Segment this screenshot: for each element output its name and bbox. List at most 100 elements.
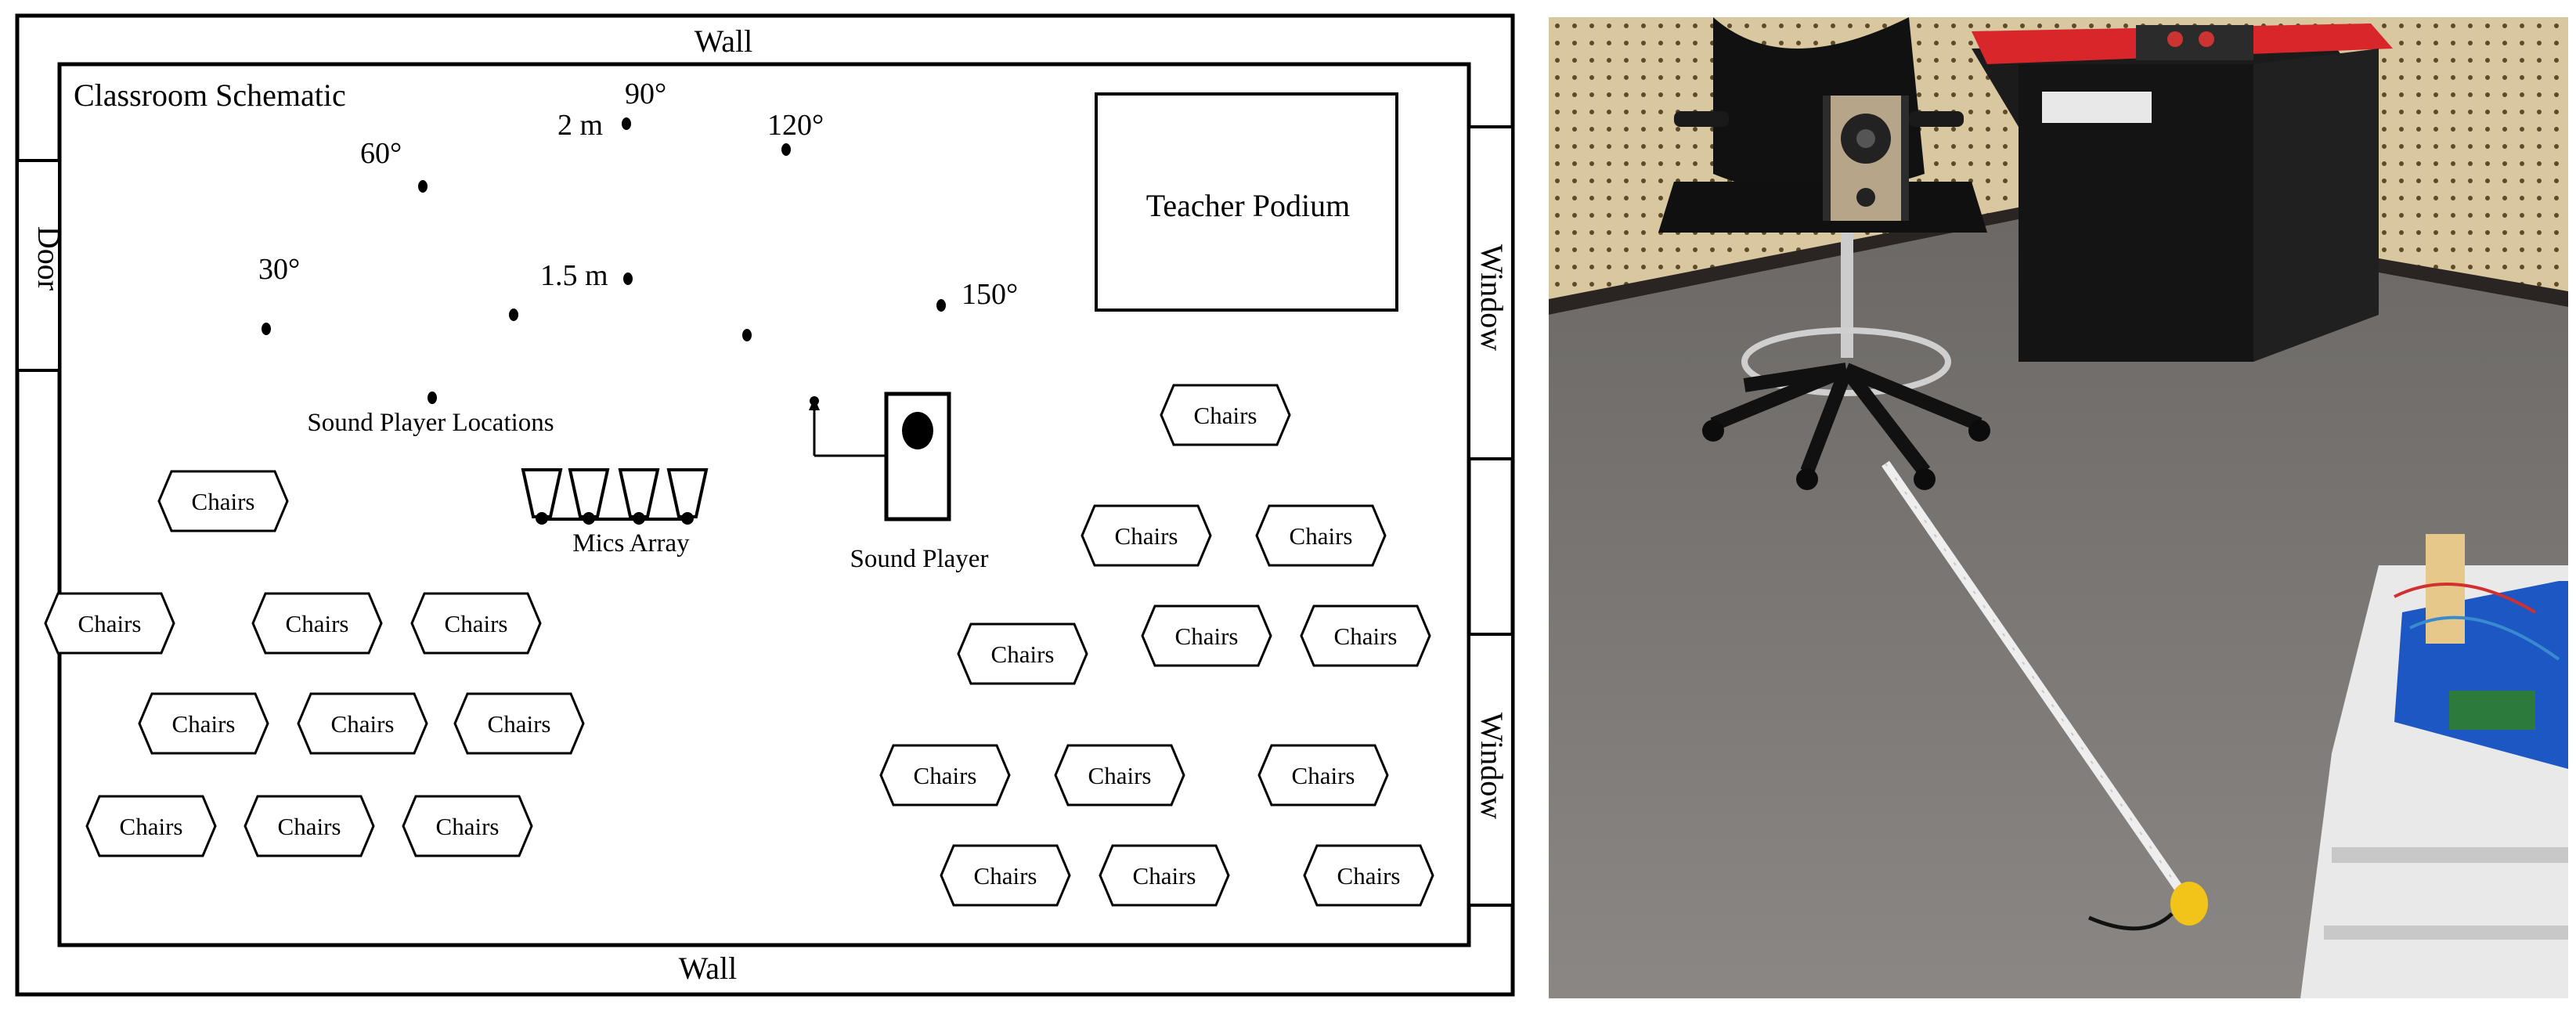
location-dot	[428, 392, 437, 404]
chairs-hexagon-shape	[1099, 844, 1230, 907]
angle-label-150: 150°	[961, 278, 1018, 311]
chairs-hexagon-shape	[1081, 504, 1212, 567]
chairs-label: Chairs	[78, 610, 142, 637]
outer-wall	[15, 13, 1515, 997]
chairs-label: Chairs	[1133, 862, 1196, 890]
chairs-label: Chairs	[1337, 862, 1401, 890]
chairs-hexagon: Chairs	[85, 795, 217, 857]
window-upper	[1467, 125, 1514, 460]
chairs-label: Chairs	[1088, 762, 1152, 789]
sound-player-location-dots	[262, 117, 946, 404]
location-dot	[936, 299, 946, 312]
chairs-label: Chairs	[1115, 522, 1178, 550]
sound-player-label: Sound Player	[850, 545, 989, 573]
location-dot	[623, 272, 633, 285]
mics-array	[521, 468, 709, 525]
mic-icon	[568, 468, 610, 518]
door	[16, 159, 61, 372]
chairs-label: Chairs	[192, 488, 255, 515]
chairs-label: Chairs	[286, 610, 349, 637]
chairs-hexagon-shape	[244, 795, 375, 857]
location-dot	[781, 143, 791, 156]
schematic-title: Classroom Schematic	[74, 78, 346, 113]
chairs-hexagon: Chairs	[940, 844, 1071, 907]
floor	[1549, 213, 2568, 998]
chairs-hexagon: Chairs	[1160, 384, 1291, 446]
chairs-label: Chairs	[991, 641, 1055, 668]
chairs-hexagon: Chairs	[957, 622, 1088, 685]
chairs-hexagon: Chairs	[157, 470, 289, 532]
chairs-hexagon-shape	[1303, 844, 1434, 907]
distance-label-1-5m: 1.5 m	[540, 259, 608, 292]
chairs-hexagon: Chairs	[244, 795, 375, 857]
chairs-hexagon-shape	[44, 592, 175, 655]
chairs-hexagon-shape	[940, 844, 1071, 907]
chairs-hexagon-shape	[957, 622, 1088, 685]
chairs-hexagon-shape	[1300, 604, 1431, 667]
mic-icon	[521, 468, 563, 518]
chairs-hexagon-shape	[157, 470, 289, 532]
chairs-hexagon-shape	[1054, 744, 1185, 807]
location-dot	[742, 329, 752, 341]
chairs-hexagon: Chairs	[1257, 744, 1389, 807]
chairs-hexagon: Chairs	[44, 592, 175, 655]
distance-label-2m: 2 m	[557, 109, 603, 142]
chairs-hexagon: Chairs	[138, 692, 269, 755]
speaker	[1823, 96, 1909, 221]
chairs-label: Chairs	[1175, 622, 1239, 650]
chairs-hexagon-shape	[138, 692, 269, 755]
chairs-hexagon-shape	[453, 692, 585, 755]
wall-top-label: Wall	[695, 23, 753, 59]
desk	[1972, 23, 2393, 362]
angle-label-60: 60°	[360, 137, 402, 170]
chairs-hexagon-shape	[85, 795, 217, 857]
chairs-label: Chairs	[120, 813, 183, 840]
tape-measure	[1881, 460, 2208, 931]
chairs-hexagon: Chairs	[410, 592, 542, 655]
mics-array-label: Mics Array	[572, 529, 690, 558]
chairs-hexagon-shape	[879, 744, 1011, 807]
window-lower-label: Window	[1474, 713, 1510, 819]
chairs-hexagon-shape	[251, 592, 383, 655]
chairs-hexagon: Chairs	[1099, 844, 1230, 907]
chairs-hexagon: Chairs	[1300, 604, 1431, 667]
chairs-hexagon: Chairs	[453, 692, 585, 755]
chairs-label: Chairs	[974, 862, 1037, 890]
location-dot	[622, 117, 631, 130]
chairs-hexagon: Chairs	[251, 592, 383, 655]
chairs-label: Chairs	[436, 813, 500, 840]
door-label: Door	[31, 226, 67, 290]
chairs-hexagon: Chairs	[879, 744, 1011, 807]
classroom-photo	[1549, 17, 2568, 998]
classroom-schematic: Door Window Window Wall Wall Classroom S…	[15, 13, 1515, 997]
window-lower	[1467, 633, 1514, 907]
angle-label-30: 30°	[258, 253, 300, 286]
chairs-label: Chairs	[1290, 522, 1353, 550]
chairs-hexagon-shape	[410, 592, 542, 655]
mic-icon	[666, 468, 709, 518]
room-boundary	[57, 62, 1471, 947]
chairs-hexagon: Chairs	[297, 692, 428, 755]
chairs-hexagon-shape	[297, 692, 428, 755]
chairs-hexagon-shape	[1257, 744, 1389, 807]
chairs-hexagon-shape	[402, 795, 533, 857]
chairs-label: Chairs	[445, 610, 508, 637]
chairs-hexagon: Chairs	[1054, 744, 1185, 807]
angle-label-120: 120°	[767, 109, 824, 142]
mic-icon	[618, 468, 660, 518]
chairs-label: Chairs	[488, 710, 551, 738]
chairs-label: Chairs	[914, 762, 977, 789]
wall-bottom-label: Wall	[679, 951, 738, 986]
chairs-hexagon: Chairs	[1303, 844, 1434, 907]
sound-player-locations-label: Sound Player Locations	[307, 409, 554, 437]
chairs-hexagon-shape	[1141, 604, 1272, 667]
chairs-label: Chairs	[1194, 402, 1257, 429]
chair	[1658, 17, 1990, 490]
teacher-podium-label: Teacher Podium	[1146, 188, 1350, 223]
chairs-label: Chairs	[331, 710, 395, 738]
location-dot	[262, 323, 271, 335]
chairs-hexagon: Chairs	[1255, 504, 1387, 567]
chairs-label: Chairs	[172, 710, 236, 738]
window-upper-label: Window	[1474, 244, 1510, 351]
